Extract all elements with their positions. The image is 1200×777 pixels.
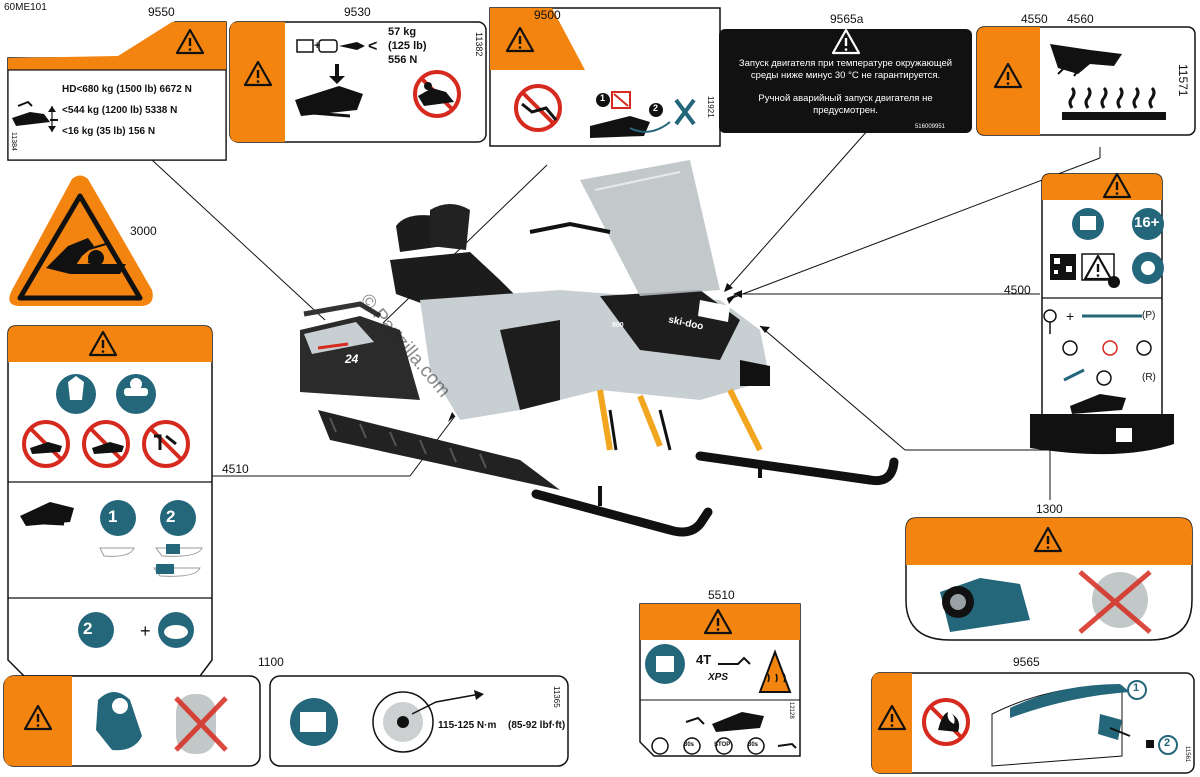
svg-text:+: + — [1066, 308, 1074, 324]
callout-5510: 5510 — [708, 588, 735, 602]
callout-9500: 9500 — [534, 8, 561, 22]
weight-n: 556 N — [388, 54, 418, 66]
label-4500 — [1030, 172, 1174, 455]
less-than-symbol: < — [368, 38, 378, 55]
callout-3000: 3000 — [130, 224, 157, 238]
label-9565 — [871, 672, 1195, 774]
two-rider-number: 2 — [166, 507, 176, 526]
callout-4500: 4500 — [1004, 283, 1031, 297]
weight-lb: (125 lb) — [388, 40, 427, 52]
age-limit-text: 16+ — [1134, 214, 1160, 231]
label-5510-code: 12128 — [788, 702, 794, 719]
label-1100 — [3, 675, 569, 767]
callout-9565a: 9565a — [830, 12, 864, 26]
load-hd-text: HD<680 kg (1500 lb) 6672 N — [62, 84, 192, 95]
callout-1300: 1300 — [1036, 502, 1063, 516]
callout-4510: 4510 — [222, 462, 249, 476]
label-4510: + — [7, 325, 213, 677]
weight-kg: 57 kg — [388, 26, 417, 38]
sled-model-number: 24 — [345, 352, 359, 366]
wait-30s-2: 30s — [748, 742, 759, 748]
one-rider-number: 1 — [108, 507, 118, 526]
park-symbol: (P) — [1142, 310, 1156, 321]
callout-4560: 4560 — [1067, 12, 1094, 26]
stop-text: STOP — [714, 742, 731, 748]
callout-1100: 1100 — [258, 655, 284, 669]
engine-oil-4t: 4T — [696, 652, 712, 667]
label-9530-code: 11382 — [474, 32, 484, 57]
russian-line-1: Запуск двигателя при температуре окружаю… — [738, 58, 953, 69]
label-3000 — [9, 175, 153, 306]
sled-engine: 900 — [612, 322, 624, 329]
russian-line-3: Ручной аварийный запуск двигателя не — [758, 93, 933, 104]
step-1-badge: 1 — [600, 93, 606, 103]
torque-nm: 115-125 N·m — [438, 720, 497, 731]
leader-lines — [151, 129, 1101, 500]
callout-9565: 9565 — [1013, 655, 1040, 669]
russian-line-4: предусмотрен. — [813, 105, 878, 116]
wait-30s-1: 30s — [684, 742, 695, 748]
label-9550-code: 11384 — [10, 132, 17, 151]
svg-text:+: + — [140, 621, 151, 641]
label-9500 — [489, 7, 721, 147]
russian-line-2: среды ниже минус 30 °C не гарантируется. — [750, 70, 941, 81]
label-9565a-code: 516009951 — [914, 124, 946, 130]
load-low-text: <16 kg (35 lb) 156 N — [62, 126, 156, 137]
callout-9550: 9550 — [148, 5, 175, 19]
label-4550 — [976, 26, 1196, 136]
label-1300 — [905, 517, 1193, 641]
step-2-badge: 2 — [653, 103, 659, 113]
label-4550-code: 11571 — [1176, 64, 1190, 97]
xps-logo: XPS — [708, 672, 729, 683]
reverse-symbol: (R) — [1142, 372, 1156, 383]
callout-4550: 4550 — [1021, 12, 1048, 26]
step-1-number: 1 — [1133, 682, 1140, 694]
label-9565-code: 11561 — [1184, 746, 1190, 763]
two-rider-slow-number: 2 — [83, 619, 93, 638]
callout-9530: 9530 — [344, 5, 371, 19]
label-9530 — [229, 21, 487, 143]
snowmobile-illustration — [300, 160, 899, 537]
label-9550 — [7, 21, 227, 161]
load-mid-text: <544 kg (1200 lb) 5338 N — [62, 105, 178, 116]
step-2-number: 2 — [1164, 737, 1171, 749]
label-4500-controls: + — [1043, 308, 1152, 386]
plus-symbol: + — [314, 40, 321, 52]
label-5510 — [639, 603, 801, 757]
label-1100-code: 11365 — [552, 686, 561, 708]
label-9565a — [719, 28, 972, 133]
torque-lbf: (85-92 lbf·ft) — [508, 720, 566, 731]
doc-code: 60ME101 — [4, 2, 47, 13]
label-9500-code: 11921 — [706, 96, 715, 118]
